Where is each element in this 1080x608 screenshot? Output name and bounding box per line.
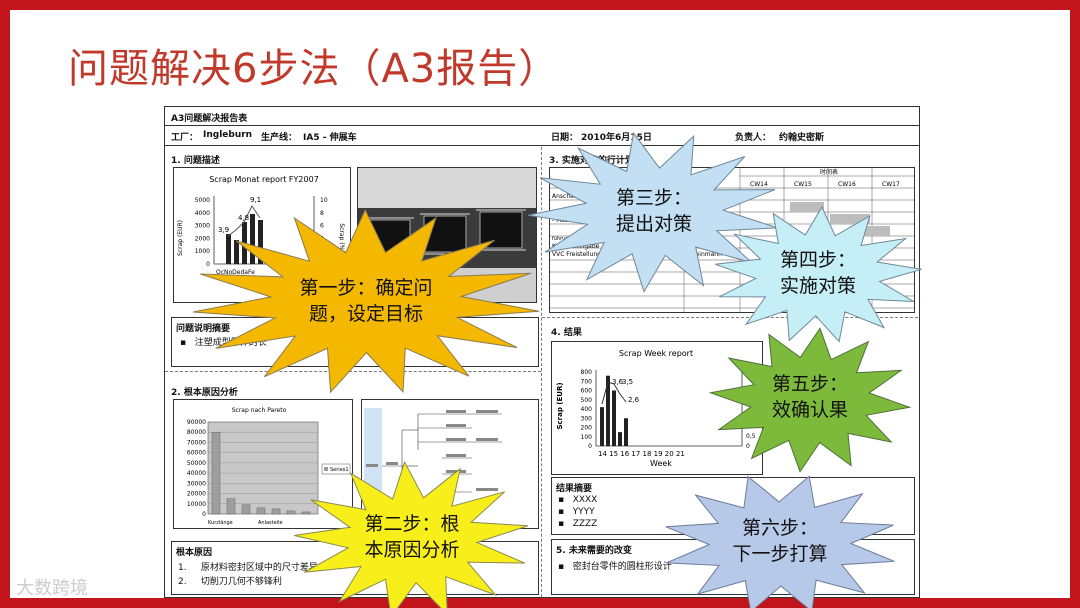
step4-label: 第四步： bbox=[780, 249, 856, 271]
watermark: 大数跨境 bbox=[16, 574, 88, 600]
step1-burst: 第一步：确定问 题，设定目标 bbox=[193, 210, 539, 392]
step6-label: 第六步： bbox=[742, 517, 818, 539]
step4-label: 实施对策 bbox=[780, 275, 856, 297]
step5-burst: 第五步： 效确认果 bbox=[711, 328, 910, 471]
step2-label: 第二步：根 bbox=[364, 513, 459, 535]
step3-label: 提出对策 bbox=[616, 213, 692, 235]
step2-burst: 第二步：根 本原因分析 bbox=[294, 462, 528, 608]
step2-label: 本原因分析 bbox=[364, 539, 459, 561]
step5-label: 第五步： bbox=[772, 373, 848, 395]
step1-label: 题，设定目标 bbox=[309, 303, 423, 325]
step3-label: 第三步： bbox=[616, 187, 692, 209]
step5-label: 效确认果 bbox=[772, 399, 848, 421]
step6-label: 下一步打算 bbox=[732, 543, 827, 565]
step6-burst: 第六步： 下一步打算 bbox=[666, 476, 895, 608]
step1-label: 第一步：确定问 bbox=[299, 277, 432, 299]
